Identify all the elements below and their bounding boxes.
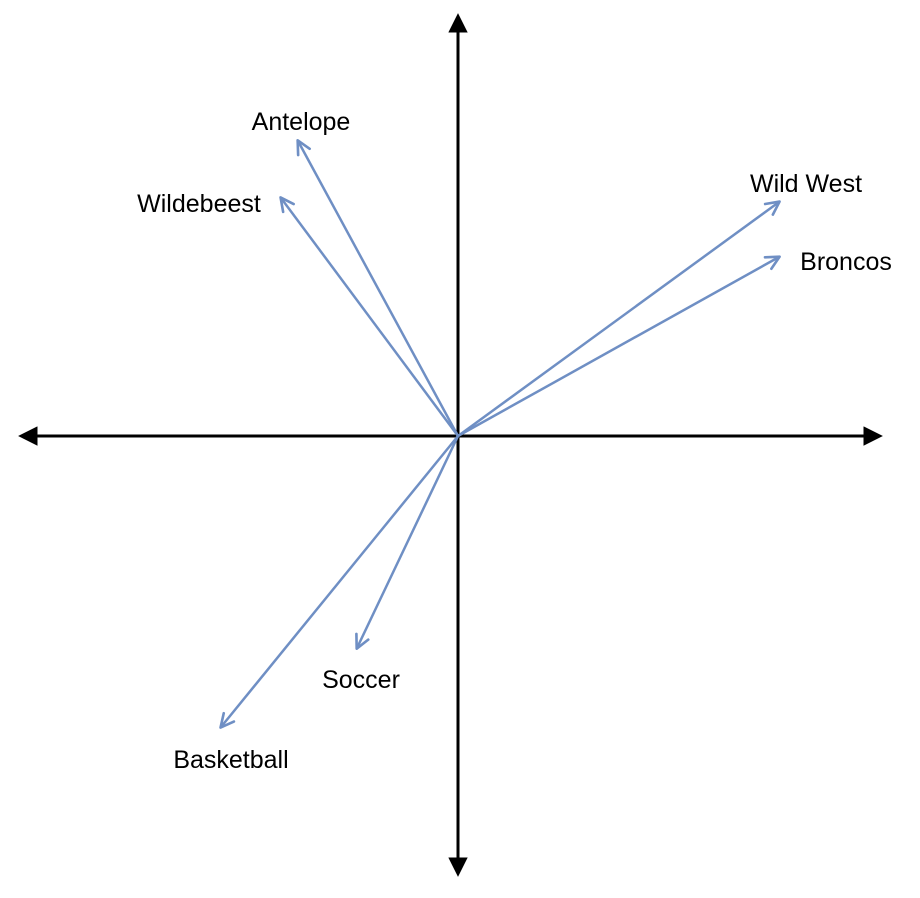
vector-label-soccer: Soccer xyxy=(322,666,400,694)
vector-broncos xyxy=(457,255,781,438)
vector-soccer xyxy=(355,435,460,650)
vectors xyxy=(219,139,781,729)
vector-wildebeest xyxy=(279,196,460,437)
vector-label-wild-west: Wild West xyxy=(750,170,862,198)
vector-wild-west xyxy=(457,200,781,438)
vector-basketball xyxy=(219,435,459,729)
vector-antelope xyxy=(296,139,460,437)
vector-label-broncos: Broncos xyxy=(800,248,892,276)
vector-label-wildebeest: Wildebeest xyxy=(137,190,261,218)
axes xyxy=(18,13,883,877)
vector-label-antelope: Antelope xyxy=(252,108,351,136)
vector-label-basketball: Basketball xyxy=(173,746,288,774)
